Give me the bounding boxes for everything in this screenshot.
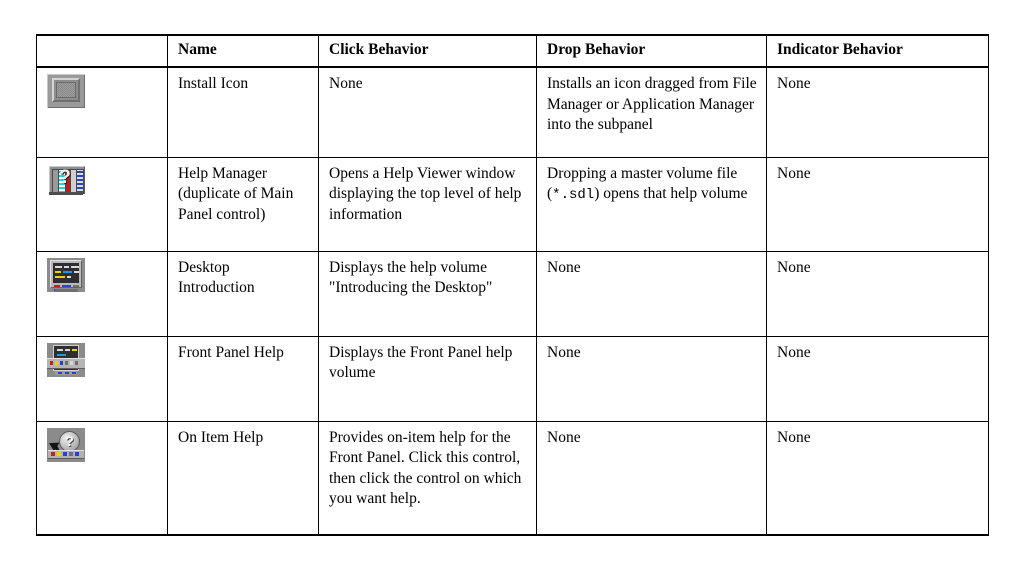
cell-click-behavior: Displays the help volume "Introducing th…	[318, 250, 537, 337]
panel-switch	[63, 451, 67, 456]
screen-line	[57, 353, 66, 356]
question-mark-icon: ?	[65, 432, 74, 449]
column-header-name: Name	[167, 34, 319, 68]
column-header-click-behavior: Click Behavior	[318, 34, 537, 68]
drop-text-part1: Dropping a master volume file (	[547, 164, 738, 203]
panel-switch	[51, 451, 55, 456]
screen-line	[55, 265, 62, 268]
panel-switch	[69, 451, 73, 456]
question-mark-icon: ?	[59, 166, 71, 188]
monitor-panel-rows	[53, 283, 79, 291]
panel-switch	[70, 360, 73, 365]
panel-switch	[55, 360, 58, 365]
screen-line	[64, 265, 69, 268]
foot-indicator	[65, 371, 69, 374]
cell-drop-behavior: None	[536, 420, 767, 536]
column-header-indicator-behavior: Indicator Behavior	[766, 34, 989, 68]
cell-click-behavior: Opens a Help Viewer window displaying th…	[318, 156, 537, 252]
icon-cell: ?	[36, 420, 168, 536]
desktop-introduction-icon	[47, 257, 85, 292]
panel-switch	[50, 360, 53, 365]
icon-cell	[36, 250, 168, 337]
cell-name: On Item Help	[167, 420, 319, 536]
cell-indicator-behavior: None	[766, 420, 989, 536]
monitor-stand	[55, 288, 77, 292]
panel-switch	[75, 360, 78, 365]
help-manager-base	[49, 191, 83, 195]
cell-name: Desktop Introduction	[167, 250, 319, 337]
icon-cell: ?	[36, 156, 168, 252]
panel-switch	[57, 451, 61, 456]
install-icon	[47, 74, 85, 108]
screen-line	[67, 275, 71, 278]
monitor-screen	[53, 262, 79, 283]
panel-switch	[60, 360, 63, 365]
front-panel-bar	[47, 357, 85, 369]
table-row: Desktop Introduction Displays the help v…	[36, 250, 989, 337]
cell-drop-behavior: None	[536, 335, 767, 422]
panel-switch	[65, 360, 68, 365]
icon-cell	[36, 66, 168, 158]
cell-indicator-behavior: None	[766, 250, 989, 337]
screen-line	[55, 270, 61, 273]
cell-name: Help Manager (duplicate of Main Panel co…	[167, 156, 319, 252]
table-row: Front Panel Help Displays the Front Pane…	[36, 335, 989, 422]
cell-click-behavior: Displays the Front Panel help volume	[318, 335, 537, 422]
panel-switch	[75, 451, 79, 456]
column-header-drop-behavior: Drop Behavior	[536, 34, 767, 68]
table-row: ? On Item Help Provides	[36, 420, 989, 536]
panel-row	[54, 284, 60, 287]
screen-line	[57, 348, 63, 351]
cell-indicator-behavior: None	[766, 156, 989, 252]
cell-drop-behavior: None	[536, 250, 767, 337]
table-row: ? Help Manager (duplicate of Main Panel …	[36, 156, 989, 252]
install-icon-frame	[52, 78, 80, 102]
front-panel-bar	[48, 449, 84, 459]
panel-row	[62, 284, 71, 287]
table-header-row: Name Click Behavior Drop Behavior Indica…	[36, 34, 989, 68]
table-row: Install Icon None Installs an icon dragg…	[36, 66, 989, 158]
cell-name: Front Panel Help	[167, 335, 319, 422]
question-ball: ?	[59, 430, 80, 452]
screen-line	[74, 270, 79, 273]
panel-row	[73, 284, 79, 287]
cell-click-behavior: Provides on-item help for the Front Pane…	[318, 420, 537, 536]
cell-drop-behavior: Installs an icon dragged from File Manag…	[536, 66, 767, 158]
front-panel-foot	[55, 369, 77, 375]
icon-cell	[36, 335, 168, 422]
screen-line	[63, 270, 72, 273]
help-manager-icon: ?	[47, 164, 85, 198]
foot-indicator	[72, 371, 76, 374]
drop-text-filespec: *.sdl	[552, 187, 595, 204]
front-panel-help-subpanel-table: Name Click Behavior Drop Behavior Indica…	[36, 34, 989, 536]
install-icon-inner	[56, 82, 76, 98]
cell-indicator-behavior: None	[766, 66, 989, 158]
front-panel-help-icon	[47, 342, 85, 377]
cell-indicator-behavior: None	[766, 335, 989, 422]
monitor-bezel	[50, 259, 82, 291]
cell-drop-behavior: Dropping a master volume file (*.sdl) op…	[536, 156, 767, 252]
drop-text-part2: ) opens that help volume	[594, 185, 748, 203]
screen-line	[55, 275, 65, 278]
foot-indicator	[58, 371, 62, 374]
screen-line	[65, 348, 70, 351]
cell-click-behavior: None	[318, 66, 537, 158]
on-item-help-icon: ?	[47, 427, 85, 462]
screen-line	[71, 265, 79, 268]
screen-line	[72, 348, 77, 351]
book-5	[76, 168, 84, 194]
cell-name: Install Icon	[167, 66, 319, 158]
column-header-icon	[36, 34, 168, 68]
